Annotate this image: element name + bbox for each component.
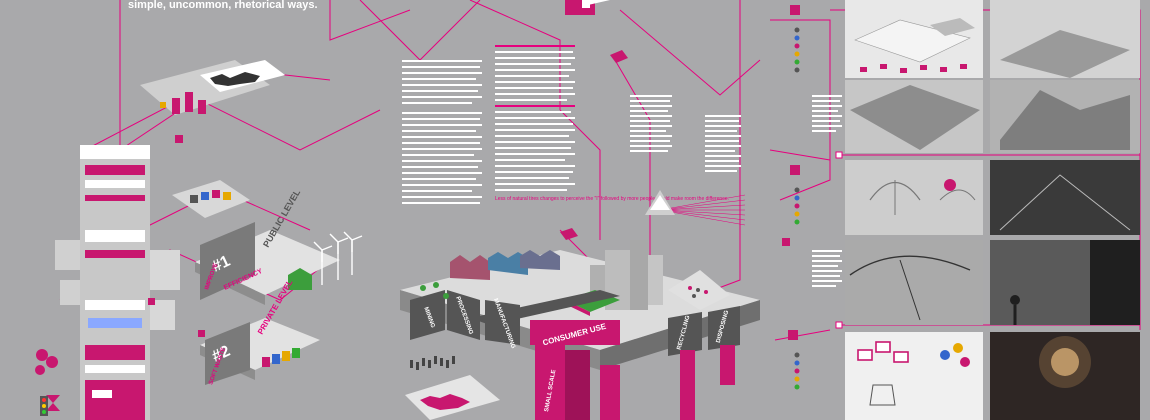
- pyramid-stack: [645, 190, 675, 215]
- fan-lines: [659, 194, 746, 226]
- traffic-light-icon: [40, 396, 48, 416]
- photo-frame-nodes: [835, 151, 843, 329]
- platform-trees: [420, 282, 449, 299]
- text-column-1: [402, 60, 482, 204]
- bottom-pillars: SMALL SCALE: [535, 345, 735, 420]
- headline: simple, uncommon, rhetorical ways.: [128, 0, 318, 11]
- highlight-line: Less of natural tires changes to perceiv…: [495, 196, 729, 202]
- stage-labels: MINING PROCESSING MANUFACTURING CONSUMER…: [410, 290, 740, 356]
- photo-grid: [845, 0, 1140, 420]
- hourglass-icon: [46, 395, 60, 411]
- right-node-markers: [782, 5, 800, 340]
- text-column-right-b: [705, 115, 741, 172]
- text-column-right-a: [630, 95, 672, 152]
- pink-figure-strip: [860, 64, 967, 73]
- text-column-2: [495, 45, 575, 191]
- people-crowd: [410, 356, 455, 370]
- level-2-number: #2: [210, 343, 233, 366]
- right-color-dots-top: [794, 27, 800, 73]
- world-map-panel: [140, 60, 285, 115]
- crowd-triangle: [668, 270, 730, 310]
- sorting-bins-panel: [172, 180, 250, 218]
- text-column-3-highlight: Less of natural tires changes to perceiv…: [495, 196, 729, 202]
- right-color-dots-bottom: [794, 352, 800, 390]
- level-1-number: #1: [210, 253, 233, 276]
- public-level-block: #1 EFFICIENCY PUBLIC LEVEL IMPROVE: [195, 187, 340, 305]
- bottom-world-map: [405, 375, 500, 420]
- wind-turbines: [313, 231, 363, 285]
- left-stacked-tower: [55, 145, 180, 420]
- right-color-dots-mid: [794, 187, 800, 225]
- right-text-blocks: [812, 95, 842, 287]
- factory-buildings: [450, 250, 560, 280]
- top-cubes: [560, 0, 628, 240]
